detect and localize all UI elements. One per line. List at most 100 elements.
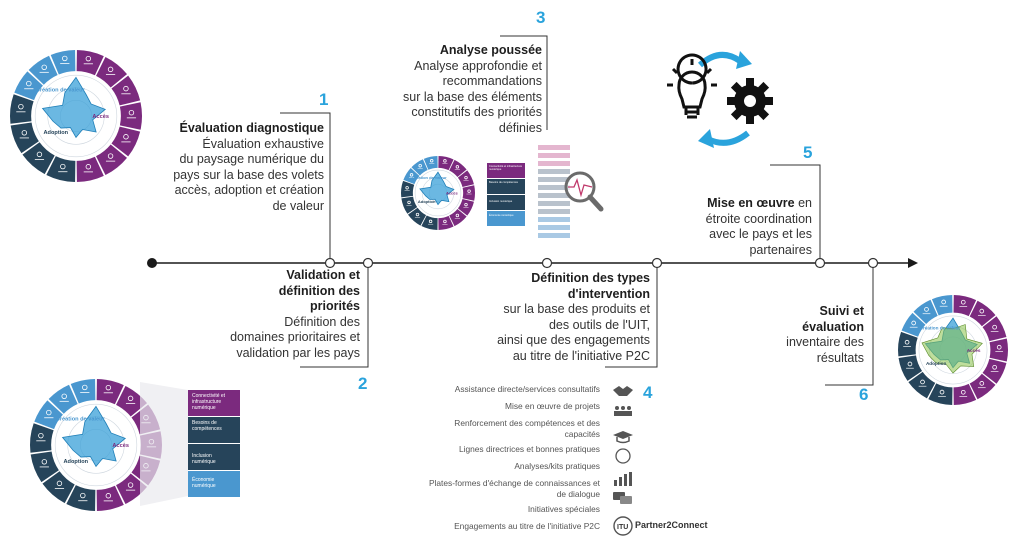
step-1-title: Évaluation diagnostique <box>179 121 324 135</box>
step-2-text: Validation et définition des priorités D… <box>200 268 360 361</box>
document-stripe <box>538 233 570 238</box>
wheel-segment-icon <box>41 64 47 70</box>
priority-connector <box>140 382 188 506</box>
wheel-label-acces: Accès <box>92 114 109 120</box>
wheel-label-adoption: Adoption <box>63 459 88 465</box>
wheel-segment-text-mark <box>408 177 415 178</box>
step-2-line: validation par les pays <box>236 345 360 360</box>
wheel-label-creation: Création de valeur <box>36 87 86 93</box>
step-6-text: Suivi et évaluation inventaire des résul… <box>770 304 864 366</box>
document-stripe <box>538 185 570 190</box>
wheel-segment-icon <box>455 213 460 218</box>
gear-tooth <box>746 114 754 124</box>
step-3-line: définies <box>498 120 542 135</box>
wheel-segment <box>22 142 55 175</box>
intervention-label: Plates-formes d'échange de connaissances… <box>428 478 600 488</box>
step-4-title: d'intervention <box>567 286 650 301</box>
wheel-segment-icon <box>415 212 420 217</box>
wheel-segment-text-mark <box>406 205 412 206</box>
wheel-segment-icon <box>443 219 447 224</box>
wheel-segment <box>111 75 141 106</box>
wheel-segment-text-mark <box>977 387 986 389</box>
step-1-text: Évaluation diagnostique Évaluation exhau… <box>150 121 324 214</box>
priority-box: Connectivité et infrastructure numérique <box>188 390 240 416</box>
wheel-segment <box>96 379 124 405</box>
document-stripe <box>538 209 570 214</box>
wheel-segment-text-mark <box>36 440 46 442</box>
wheel-segment-icon <box>996 344 1002 350</box>
wheel-segment-text-mark <box>121 141 131 143</box>
wheel-segment <box>28 55 58 85</box>
wheel-segment-text-mark <box>442 224 448 225</box>
step-6-title: Suivi et <box>819 304 864 318</box>
step-4-line: des outils de l'UIT, <box>548 317 650 332</box>
intervention-list: Assistance directe/services consultatifs… <box>410 380 600 545</box>
step-number-5: 5 <box>803 143 813 162</box>
wheel-segment <box>46 156 76 182</box>
step-5-line: partenaires <box>749 242 812 257</box>
wheel-segment-text-mark <box>938 395 946 397</box>
step-4-line: au titre de l'initiative P2C <box>512 348 650 363</box>
intervention-item: Engagements au titre de l'initiative P2C <box>454 521 600 532</box>
wheel-segment-text-mark <box>83 171 93 173</box>
document-stripe <box>538 145 570 150</box>
step-3-line: recommandations <box>442 74 542 88</box>
document-stripe <box>538 201 570 206</box>
wheel-segment-icon <box>127 395 134 402</box>
wheel-segment-text-mark <box>463 180 469 181</box>
wheel-segment-text-mark <box>59 400 69 402</box>
wheel-segment-icon <box>464 202 468 207</box>
wheel-grid-ring <box>918 315 988 385</box>
mini-box-label: Inclusion numérique <box>489 200 513 203</box>
wheel-segment-text-mark <box>39 71 49 73</box>
wheel-segment-text-mark <box>83 63 93 65</box>
wheel-segment-text-mark <box>54 488 65 489</box>
wheel-segment-text-mark <box>19 137 29 139</box>
wheel-segment-text-mark <box>995 351 1004 352</box>
step-4-line: sur la base des produits et <box>503 302 650 316</box>
wheel-segment-text-mark <box>429 163 435 164</box>
step-4-text: Définition des types d'intervention sur … <box>470 271 650 364</box>
mini-box-label: Économie numérique <box>489 214 514 217</box>
wheel-label-acces: Accès <box>446 190 459 195</box>
wheel-segment-text-mark <box>454 169 460 170</box>
wheel-segment <box>449 159 467 178</box>
step-5-text: Mise en œuvre en étroite coordination av… <box>660 196 812 258</box>
wheel-segment-text-mark <box>906 367 914 369</box>
wheel-segment-icon <box>924 307 929 312</box>
wheel-segment-text-mark <box>442 163 448 164</box>
wheel-segment-text-mark <box>903 346 911 347</box>
wheel-segment-icon <box>127 482 134 488</box>
wheel-segment-icon <box>979 381 985 386</box>
wheel-segment-icon <box>82 384 88 391</box>
wheel-segment <box>989 338 1008 362</box>
wheel-segment-icon <box>992 364 997 370</box>
wheel-segment-icon <box>907 361 913 367</box>
wheel-segment-icon <box>61 393 67 399</box>
wheel-segment-text-mark <box>58 171 68 173</box>
wheel-label-creation: Création de valeur <box>920 325 961 330</box>
wheel-segment-icon <box>464 175 468 180</box>
compass-icon <box>615 448 631 464</box>
wheel-segment-text-mark <box>939 305 948 307</box>
wheel-segment-text-mark <box>60 63 70 65</box>
wheel-segment-text-mark <box>990 331 999 332</box>
mini-priority-box: Besoins de compétences <box>487 179 525 194</box>
step-1-line: accès, adoption et création <box>174 183 324 197</box>
step-2-line: domaines prioritaires et <box>230 330 360 344</box>
gear-icon <box>727 78 773 124</box>
wheel-label-adoption: Adoption <box>43 130 68 136</box>
wheel-segment <box>70 379 96 404</box>
wheel-segment-text-mark <box>125 402 136 404</box>
intervention-item: Analyses/kits pratiques <box>514 461 600 472</box>
wheel-label-adoption: Adoption <box>926 361 947 366</box>
svg-text:ITU: ITU <box>617 524 628 531</box>
wheel-segment-icon <box>107 153 114 159</box>
wheel-segment <box>96 56 128 88</box>
step-1-line: Évaluation exhaustive <box>202 136 324 151</box>
wheel-segment-text-mark <box>103 500 113 502</box>
priority-box-label: Besoins de compétences <box>192 420 222 432</box>
wheel-segment <box>462 185 475 201</box>
